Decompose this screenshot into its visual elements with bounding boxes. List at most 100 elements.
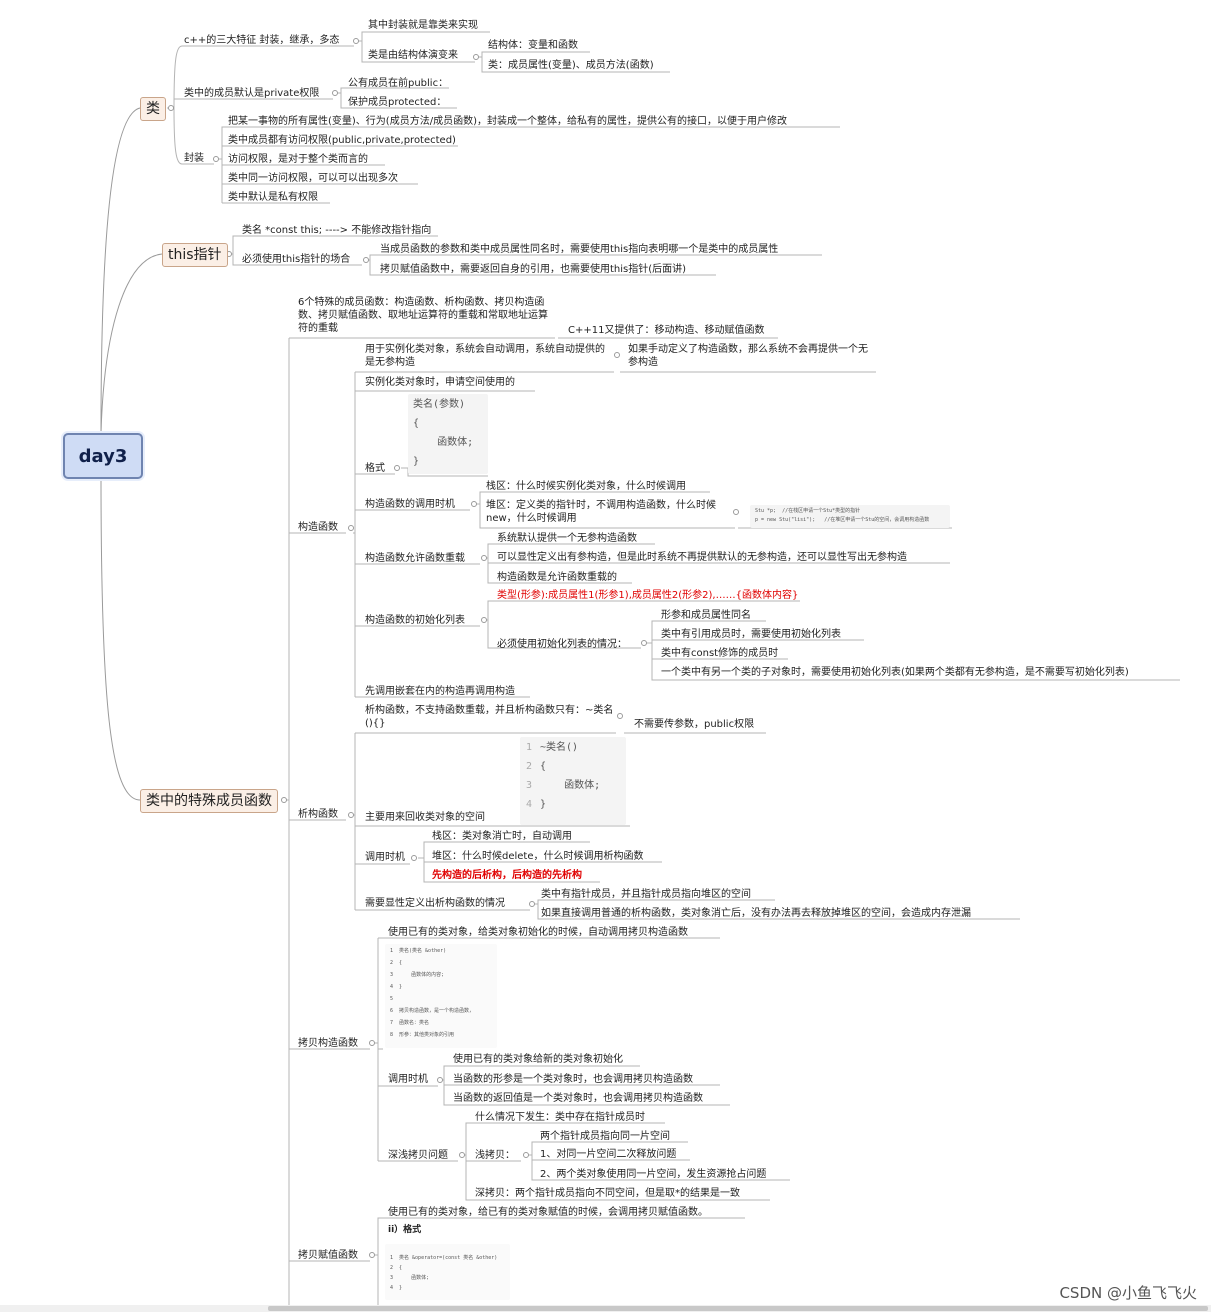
node-encapsulation[interactable]: 封装 (184, 153, 204, 164)
copy-ctor-deep[interactable]: 深拷贝：两个指针成员指向不同空间，但是取*的结果是一致 (475, 1188, 740, 1199)
copy-ctor-when[interactable]: 调用时机 (388, 1074, 428, 1085)
ctor-heap[interactable]: 堆区：定义类的指针时，不调用构造函数，什么时候new，什么时候调用 (486, 500, 716, 524)
code-line: 函数体; (540, 780, 601, 791)
node-encap-by-class[interactable]: 其中封装就是靠类来实现 (368, 20, 478, 31)
node-cpp11-move[interactable]: C++11又提供了：移动构造、移动赋值函数 (568, 325, 765, 336)
copy-assign-code-box: 1 类名 &operator=(const 类名 &other) 2 { 3 函… (385, 1244, 510, 1300)
shallow-item[interactable]: 两个指针成员指向同一片空间 (540, 1131, 670, 1142)
must-init-case[interactable]: 形参和成员属性同名 (661, 610, 751, 621)
code-line: { (540, 761, 547, 772)
ctor-usage-note[interactable]: 如果手动定义了构造函数，那么系统不会再提供一个无参构造 (628, 344, 868, 368)
encap-item[interactable]: 类中默认是私有权限 (228, 192, 318, 203)
node-must-use-this[interactable]: 必须使用this指针的场合 (242, 254, 351, 265)
node-destructor[interactable]: 析构函数 (298, 809, 338, 820)
dtor-no-param[interactable]: 不需要传参数，public权限 (634, 719, 755, 730)
node-protected[interactable]: 保护成员protected： (348, 97, 447, 108)
ctor-init-syntax[interactable]: 类型(形参):成员属性1(形参1),成员属性2(形参2),……{函数体内容} (497, 590, 799, 601)
ctor-when[interactable]: 构造函数的调用时机 (365, 499, 455, 510)
ctor-must-init[interactable]: 必须使用初始化列表的情况： (497, 639, 627, 650)
node-six-special-functions[interactable]: 6个特殊的成员函数：构造函数、析构函数、拷贝构造函数、拷贝赋值函数、取地址运算符… (298, 297, 548, 334)
shallow-item[interactable]: 1、对同一片空间二次释放问题 (540, 1149, 677, 1160)
dtor-heap[interactable]: 堆区：什么时候delete，什么时候调用析构函数 (432, 851, 644, 862)
watermark: CSDN @小鱼飞飞火 (1059, 1284, 1197, 1302)
code-line: p = new Stu("lisi"); //在堆区申请一个Stu的空间，会调用… (755, 517, 930, 523)
this-case[interactable]: 当成员函数的参数和类中成员属性同名时，需要使用this指向表明哪一个是类中的成员… (380, 244, 779, 255)
node-constructor[interactable]: 构造函数 (298, 522, 338, 533)
dtor-when[interactable]: 调用时机 (365, 852, 405, 863)
code-line: 8 形参：其他类对象的引用 (390, 1032, 455, 1038)
node-copy-constructor[interactable]: 拷贝构造函数 (298, 1038, 358, 1049)
node-class-members[interactable]: 类：成员属性(变量)、成员方法(函数) (488, 60, 654, 71)
code-line: 6 拷贝构造函数，是一个构造函数， (390, 1008, 475, 1014)
copy-ctor-deep-shallow[interactable]: 深浅拷贝问题 (388, 1150, 448, 1161)
copy-assign-format[interactable]: ii）格式 (388, 1225, 422, 1235)
ctor-format-code-box: 类名(参数) { 函数体; } (408, 394, 488, 474)
code-line-number: 2 (526, 761, 533, 772)
dtor-no-overload[interactable]: 析构函数，不支持函数重载，并且析构函数只有：~类名(){} (365, 705, 614, 729)
encap-item[interactable]: 访问权限，是对于整个类而言的 (228, 154, 368, 165)
code-line: 2 { (390, 960, 403, 966)
copy-ctor-when-item[interactable]: 使用已有的类对象给新的类对象初始化 (453, 1054, 623, 1065)
this-case[interactable]: 拷贝赋值函数中，需要返回自身的引用，也需要使用this指针(后面讲) (380, 264, 687, 275)
node-this-decl[interactable]: 类名 *const this; ----> 不能修改指针指向 (242, 225, 432, 236)
must-init-case[interactable]: 一个类中有另一个类的子对象时，需要使用初始化列表(如果两个类都有无参构造，是不需… (661, 667, 1129, 678)
root-node[interactable]: day3 (63, 433, 143, 479)
ctor-overload-item[interactable]: 可以显性定义出有参构造，但是此时系统不再提供默认的无参构造，还可以显性写出无参构… (497, 552, 907, 563)
node-special-member-functions[interactable]: 类中的特殊成员函数 (140, 789, 278, 813)
node-default-private[interactable]: 类中的成员默认是private权限 (184, 88, 320, 99)
copy-assign-desc[interactable]: 使用已有的类对象，给已有的类对象赋值的时候，会调用拷贝赋值函数。 (388, 1207, 708, 1218)
node-three-features[interactable]: c++的三大特征 封装，继承，多态 (184, 35, 340, 46)
ctor-stack[interactable]: 栈区：什么时候实例化类对象，什么时候调用 (486, 481, 686, 492)
node-class[interactable]: 类 (140, 97, 166, 121)
dtor-explicit[interactable]: 需要显性定义出析构函数的情况 (365, 898, 505, 909)
dtor-code-box: 1 2 3 4 ~类名() { 函数体; } (520, 737, 626, 825)
code-line-number: 1 (526, 742, 533, 753)
node-public[interactable]: 公有成员在前public： (348, 78, 449, 89)
copy-ctor-shallow[interactable]: 浅拷贝： (475, 1150, 515, 1161)
ctor-heap-code-box: Stu *p; //在栈区申请一个Stu*类型的指针 p = new Stu("… (750, 505, 950, 528)
code-line: 2 { (390, 1265, 403, 1271)
code-line-number: 3 (526, 780, 533, 791)
must-init-case[interactable]: 类中有const修饰的成员时 (661, 648, 779, 659)
dtor-order[interactable]: 先构造的后析构，后构造的先析构 (432, 870, 582, 881)
copy-ctor-when-item[interactable]: 当函数的形参是一个类对象时，也会调用拷贝构造函数 (453, 1074, 693, 1085)
horizontal-scrollbar-thumb[interactable] (268, 1306, 1208, 1311)
code-line: { (413, 418, 420, 429)
code-line: 函数体; (413, 437, 474, 448)
ctor-overload[interactable]: 构造函数允许函数重载 (365, 553, 465, 564)
code-line: 7 函数名：类名 (390, 1020, 430, 1026)
dtor-stack[interactable]: 栈区：类对象消亡时，自动调用 (432, 831, 572, 842)
node-this-pointer[interactable]: this指针 (162, 243, 228, 267)
encap-item[interactable]: 把某一事物的所有属性(变量)、行为(成员方法/成员函数)，封装成一个整体，给私有… (228, 116, 787, 127)
code-line: 3 函数体的内容; (390, 972, 445, 978)
dtor-purpose[interactable]: 主要用来回收类对象的空间 (365, 812, 485, 823)
code-line: } (540, 799, 547, 810)
ctor-nested[interactable]: 先调用嵌套在内的构造再调用构造 (365, 686, 515, 697)
code-line: Stu *p; //在栈区申请一个Stu*类型的指针 (755, 508, 861, 514)
encap-item[interactable]: 类中同一访问权限，可以可以出现多次 (228, 173, 398, 184)
node-class-from-struct[interactable]: 类是由结构体演变来 (368, 50, 458, 61)
copy-ctor-when-item[interactable]: 当函数的返回值是一个类对象时，也会调用拷贝构造函数 (453, 1093, 703, 1104)
ctor-overload-item[interactable]: 系统默认提供一个无参构造函数 (497, 533, 637, 544)
code-line: 1 类名 &operator=(const 类名 &other) (390, 1255, 498, 1261)
copy-ctor-desc[interactable]: 使用已有的类对象，给类对象初始化的时候，自动调用拷贝构造函数 (388, 927, 688, 938)
code-line-number: 4 (526, 799, 533, 810)
code-line: ~类名() (540, 742, 579, 753)
encap-item[interactable]: 类中成员都有访问权限(public,private,protected) (228, 135, 456, 146)
code-line: 3 函数体; (390, 1275, 430, 1281)
must-init-case[interactable]: 类中有引用成员时，需要使用初始化列表 (661, 629, 841, 640)
ctor-init-list[interactable]: 构造函数的初始化列表 (365, 615, 465, 626)
dtor-explicit-item[interactable]: 如果直接调用普通的析构函数，类对象消亡后，没有办法再去释放掉堆区的空间，会造成内… (541, 908, 971, 919)
ctor-overload-item[interactable]: 构造函数是允许函数重载的 (497, 572, 617, 583)
ctor-usage[interactable]: 用于实例化类对象，系统会自动调用，系统自动提供的是无参构造 (365, 344, 605, 368)
ctor-alloc[interactable]: 实例化类对象时，申请空间使用的 (365, 377, 515, 388)
code-line: } (413, 456, 420, 467)
node-copy-assignment[interactable]: 拷贝赋值函数 (298, 1250, 358, 1261)
node-struct-members[interactable]: 结构体：变量和函数 (488, 40, 578, 51)
code-line: 1 类名(类名 &other) (390, 948, 447, 954)
ctor-format[interactable]: 格式 (365, 463, 385, 474)
shallow-item[interactable]: 2、两个类对象使用同一片空间，发生资源抢占问题 (540, 1169, 767, 1180)
copy-ctor-when-happen[interactable]: 什么情况下发生：类中存在指针成员时 (475, 1112, 645, 1123)
dtor-explicit-item[interactable]: 类中有指针成员，并且指针成员指向堆区的空间 (541, 889, 751, 900)
